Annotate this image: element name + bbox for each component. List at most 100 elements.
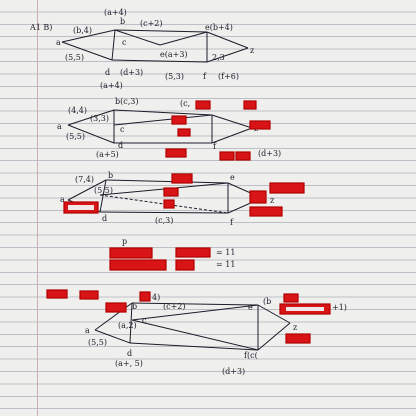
- edge: [257, 322, 291, 351]
- edge: [67, 179, 107, 201]
- redaction-box: [285, 333, 311, 344]
- label: a: [60, 195, 65, 204]
- edge: [131, 302, 259, 306]
- label: c: [120, 125, 125, 134]
- label: a: [57, 122, 62, 131]
- label: (b: [263, 297, 271, 306]
- redaction-box: [177, 128, 191, 137]
- label: +1): [332, 303, 347, 312]
- edge: [206, 31, 249, 49]
- label: (c,: [180, 99, 190, 108]
- redaction-box: [139, 291, 151, 302]
- label: (a+4): [104, 8, 127, 17]
- redaction-box: [163, 199, 175, 209]
- label: (c+2): [140, 19, 163, 28]
- label: (5,5): [88, 338, 107, 347]
- redaction-box: [46, 289, 68, 299]
- redaction-box: [175, 247, 211, 258]
- edge: [105, 179, 229, 184]
- edge: [129, 342, 259, 351]
- label: 4): [152, 293, 160, 302]
- redaction-box: [171, 173, 193, 184]
- edge: [114, 29, 161, 46]
- label: z: [250, 46, 254, 55]
- label: f: [203, 72, 207, 81]
- edge: [114, 29, 208, 33]
- redaction-box: [163, 187, 179, 197]
- label: (d+3): [258, 149, 281, 158]
- edge: [113, 114, 213, 126]
- label: 2,3: [212, 53, 225, 62]
- label: (a+4): [100, 81, 123, 90]
- redaction-boxes: [46, 100, 331, 344]
- redaction-box: [283, 293, 299, 303]
- edge: [113, 109, 213, 116]
- redaction-box: [249, 120, 271, 130]
- label: (a,2): [118, 321, 137, 330]
- label: a: [85, 326, 90, 335]
- redaction-box: [249, 206, 283, 217]
- margin-line: [37, 0, 38, 416]
- label: = 11: [216, 260, 235, 269]
- redaction-box: [171, 115, 187, 125]
- label: c: [122, 38, 127, 47]
- diagram-1: (a+4) b (c+2) e(b+4) (b,4) a c e(a+3) 2,…: [56, 8, 254, 90]
- label: (5,5): [94, 186, 113, 195]
- redaction-box: [219, 151, 235, 161]
- label: (a+, 5): [115, 359, 143, 368]
- diagram-3: b (7,4) e (5,5) a z d (c,3) f: [60, 171, 274, 227]
- edge: [61, 29, 116, 43]
- redaction-box: [249, 190, 267, 204]
- label: (3,3): [90, 114, 109, 123]
- label: a: [56, 38, 61, 47]
- label: e: [230, 173, 235, 182]
- label: d: [105, 68, 110, 77]
- edge: [111, 59, 208, 63]
- edge: [211, 127, 253, 144]
- edge: [131, 319, 259, 351]
- label: (f+6): [218, 72, 239, 81]
- edge: [129, 302, 133, 344]
- label: = 11: [216, 248, 235, 257]
- label: d: [118, 141, 123, 150]
- edge: [206, 47, 249, 63]
- problem-label: A1 B): [29, 23, 52, 32]
- label: f: [230, 218, 234, 227]
- edge: [257, 304, 291, 324]
- label: (a+5): [96, 150, 119, 159]
- redaction-box: [68, 205, 94, 210]
- label: (7,4): [75, 175, 94, 184]
- edge: [211, 114, 253, 129]
- label: b: [132, 302, 137, 311]
- redaction-box: [235, 151, 251, 161]
- edge: [67, 124, 115, 144]
- label: (d+3): [222, 367, 245, 376]
- label: (4,4): [68, 106, 87, 115]
- label: d: [102, 214, 107, 223]
- label: b: [108, 171, 113, 180]
- edge: [94, 329, 131, 344]
- edge: [67, 109, 115, 126]
- summary: p = 11 = 11: [122, 237, 235, 269]
- edge: [99, 211, 229, 214]
- label: z: [270, 196, 274, 205]
- label: b(c,3): [115, 97, 138, 106]
- edge: [99, 179, 107, 213]
- redaction-box: [286, 307, 324, 311]
- label: (5,5): [65, 53, 84, 62]
- redaction-box: [109, 259, 167, 271]
- edge: [99, 194, 229, 214]
- label: (b,4): [73, 26, 92, 35]
- label: (5,5): [66, 132, 85, 141]
- label: z: [293, 323, 297, 332]
- label: e(b+4): [205, 23, 233, 32]
- redaction-box: [195, 100, 211, 110]
- redaction-box: [79, 290, 99, 300]
- edge: [111, 29, 116, 61]
- label: c: [142, 316, 147, 325]
- redaction-box: [165, 148, 187, 158]
- label: (c,3): [155, 216, 173, 225]
- edge: [131, 304, 259, 321]
